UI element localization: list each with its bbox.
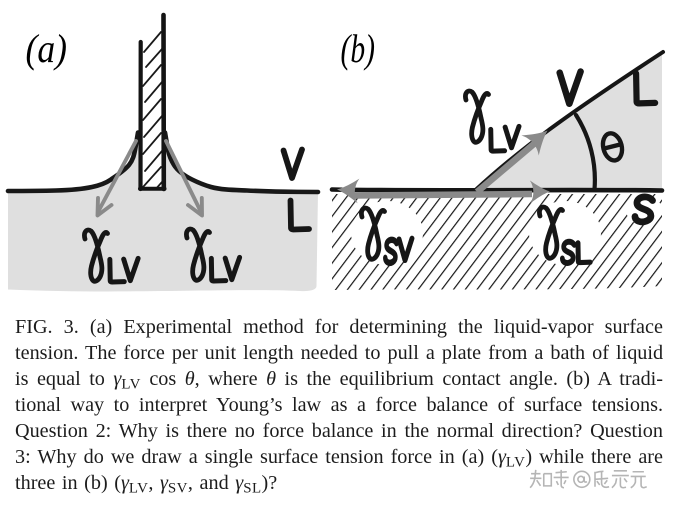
svg-text:(a): (a) — [26, 26, 68, 71]
svg-text:(b): (b) — [341, 26, 376, 71]
